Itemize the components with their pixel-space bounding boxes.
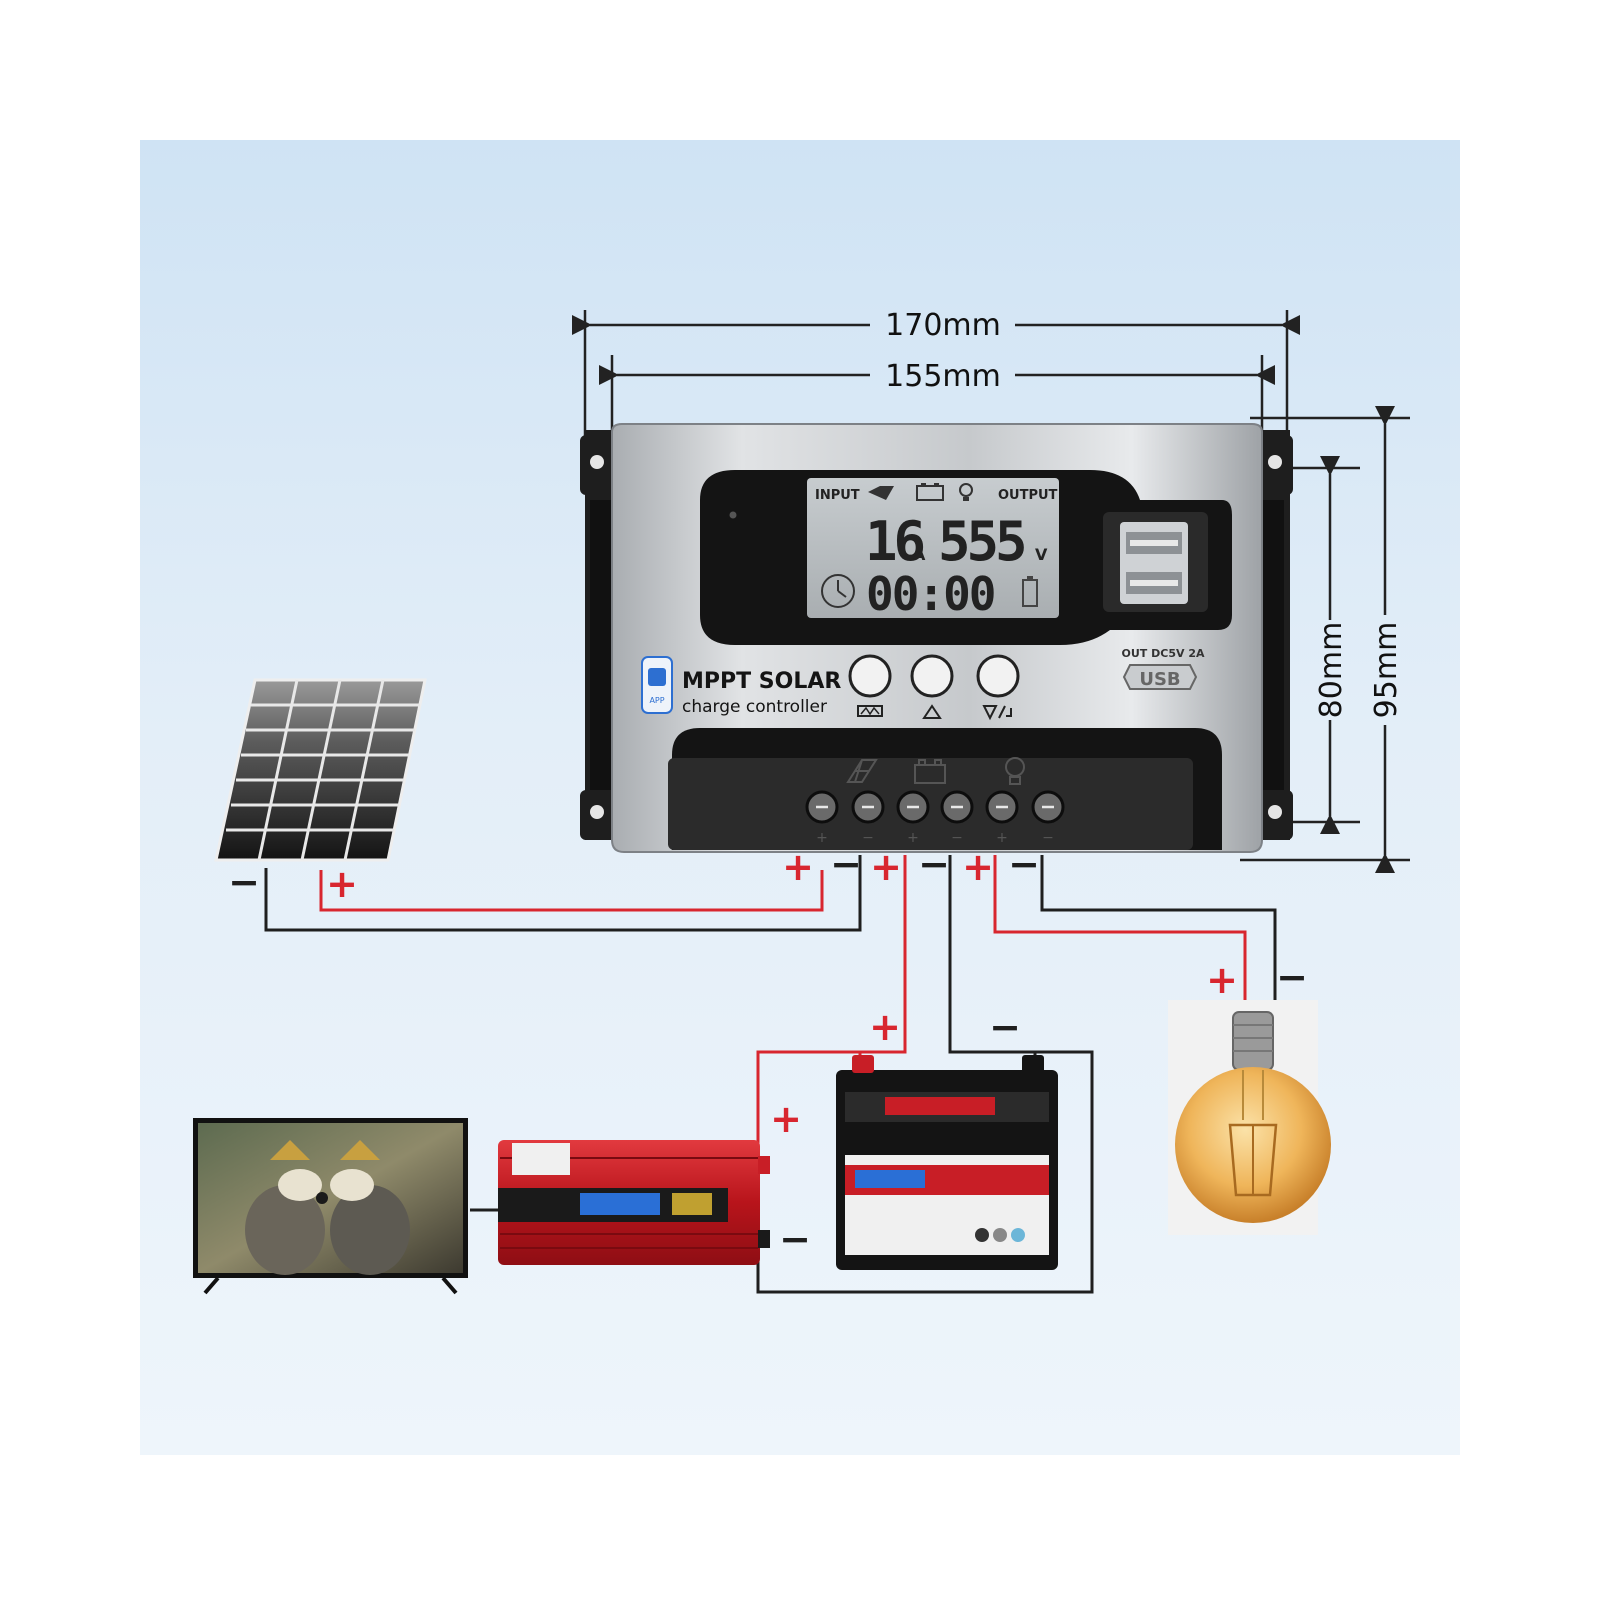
wire-battery-negative <box>756 855 1094 1294</box>
svg-text:+: + <box>996 830 1008 846</box>
down-enter-button[interactable] <box>976 654 1020 698</box>
svg-text:−: − <box>228 860 260 904</box>
terminal-polarity-marks: + − + − + − <box>816 830 1054 846</box>
lcd-bulb-icon <box>959 483 973 501</box>
lcd-current-value: 16 <box>865 510 924 573</box>
polarity-signs: − + + − + − + − + − + − + − <box>228 842 1308 1261</box>
svg-text:−: − <box>1042 830 1054 846</box>
light-bulb <box>1168 1000 1331 1235</box>
lcd-clock-icon <box>821 574 855 608</box>
svg-text:−: − <box>830 842 862 886</box>
terminal-solar-icon <box>846 759 878 783</box>
inverter-negative-terminal <box>758 1230 770 1248</box>
usb-logo: USB <box>1122 664 1198 690</box>
wire-load-negative <box>1040 855 1277 1012</box>
svg-text:−: − <box>989 1005 1021 1049</box>
television <box>193 1118 468 1295</box>
svg-text:+: + <box>1206 958 1238 1002</box>
lcd-voltage-value: 555 <box>938 510 1024 573</box>
svg-text:−: − <box>951 830 963 846</box>
up-button[interactable] <box>910 654 954 698</box>
brand-title: MPPT SOLAR <box>682 669 841 694</box>
up-icon <box>922 704 942 719</box>
svg-text:+: + <box>816 830 828 846</box>
lcd-current-unit: A <box>913 545 926 564</box>
wire-battery-positive <box>756 855 907 1158</box>
inverter-positive-terminal <box>758 1156 770 1174</box>
lcd-battery-level-icon <box>1022 576 1038 607</box>
inverter <box>498 1140 770 1265</box>
svg-text:+: + <box>782 845 814 889</box>
height-outer-label: 95mm <box>1369 622 1404 719</box>
lcd-screen <box>807 478 1059 618</box>
svg-text:−: − <box>1008 842 1040 886</box>
svg-text:+: + <box>326 862 358 906</box>
battery <box>836 1055 1058 1270</box>
down-enter-icon <box>982 705 1012 721</box>
width-outer-label: 170mm <box>885 308 1001 343</box>
svg-text:+: + <box>869 1005 901 1049</box>
terminal-bulb-icon <box>1005 757 1025 785</box>
svg-text:+: + <box>770 1097 802 1141</box>
terminal-screws <box>805 790 1065 824</box>
menu-button[interactable] <box>848 654 892 698</box>
usb-rating-label: OUT DC5V 2A <box>1122 647 1205 660</box>
height-inner-label: 80mm <box>1314 622 1349 719</box>
lcd-voltage-unit: V <box>1035 545 1048 564</box>
svg-text:+: + <box>907 830 919 846</box>
usb-port <box>1103 512 1208 612</box>
terminal-battery-icon <box>914 759 946 784</box>
charge-controller: INPUT OUTPUT 16 A 555 V 00:00 <box>580 423 1293 853</box>
svg-text:+: + <box>870 845 902 889</box>
lcd-input-label: INPUT <box>815 488 860 503</box>
lcd-time-value: 00:00 <box>866 567 994 621</box>
menu-icon <box>857 705 883 717</box>
wire-solar-positive <box>319 870 824 912</box>
svg-text:−: − <box>779 1217 811 1261</box>
svg-text:−: − <box>862 830 874 846</box>
svg-text:APP: APP <box>649 696 664 705</box>
dimension-annotations <box>572 310 1410 873</box>
wire-load-positive <box>993 855 1247 1012</box>
width-inner-label: 155mm <box>885 359 1001 394</box>
lcd-solar-icon <box>868 486 894 500</box>
brand-subtitle: charge controller <box>682 697 827 717</box>
battery-negative-terminal <box>1022 1055 1044 1073</box>
solar-panel <box>214 678 427 862</box>
app-badge: APP <box>641 656 673 714</box>
svg-text:−: − <box>918 842 950 886</box>
wire-solar-negative <box>264 855 862 932</box>
lcd-battery-icon <box>916 483 944 501</box>
svg-text:USB: USB <box>1139 669 1180 690</box>
svg-text:−: − <box>1276 955 1308 999</box>
wires <box>264 855 1277 1294</box>
battery-positive-terminal <box>852 1055 874 1073</box>
lcd-output-label: OUTPUT <box>998 488 1058 503</box>
svg-text:+: + <box>962 845 994 889</box>
indicator-led <box>729 511 737 519</box>
